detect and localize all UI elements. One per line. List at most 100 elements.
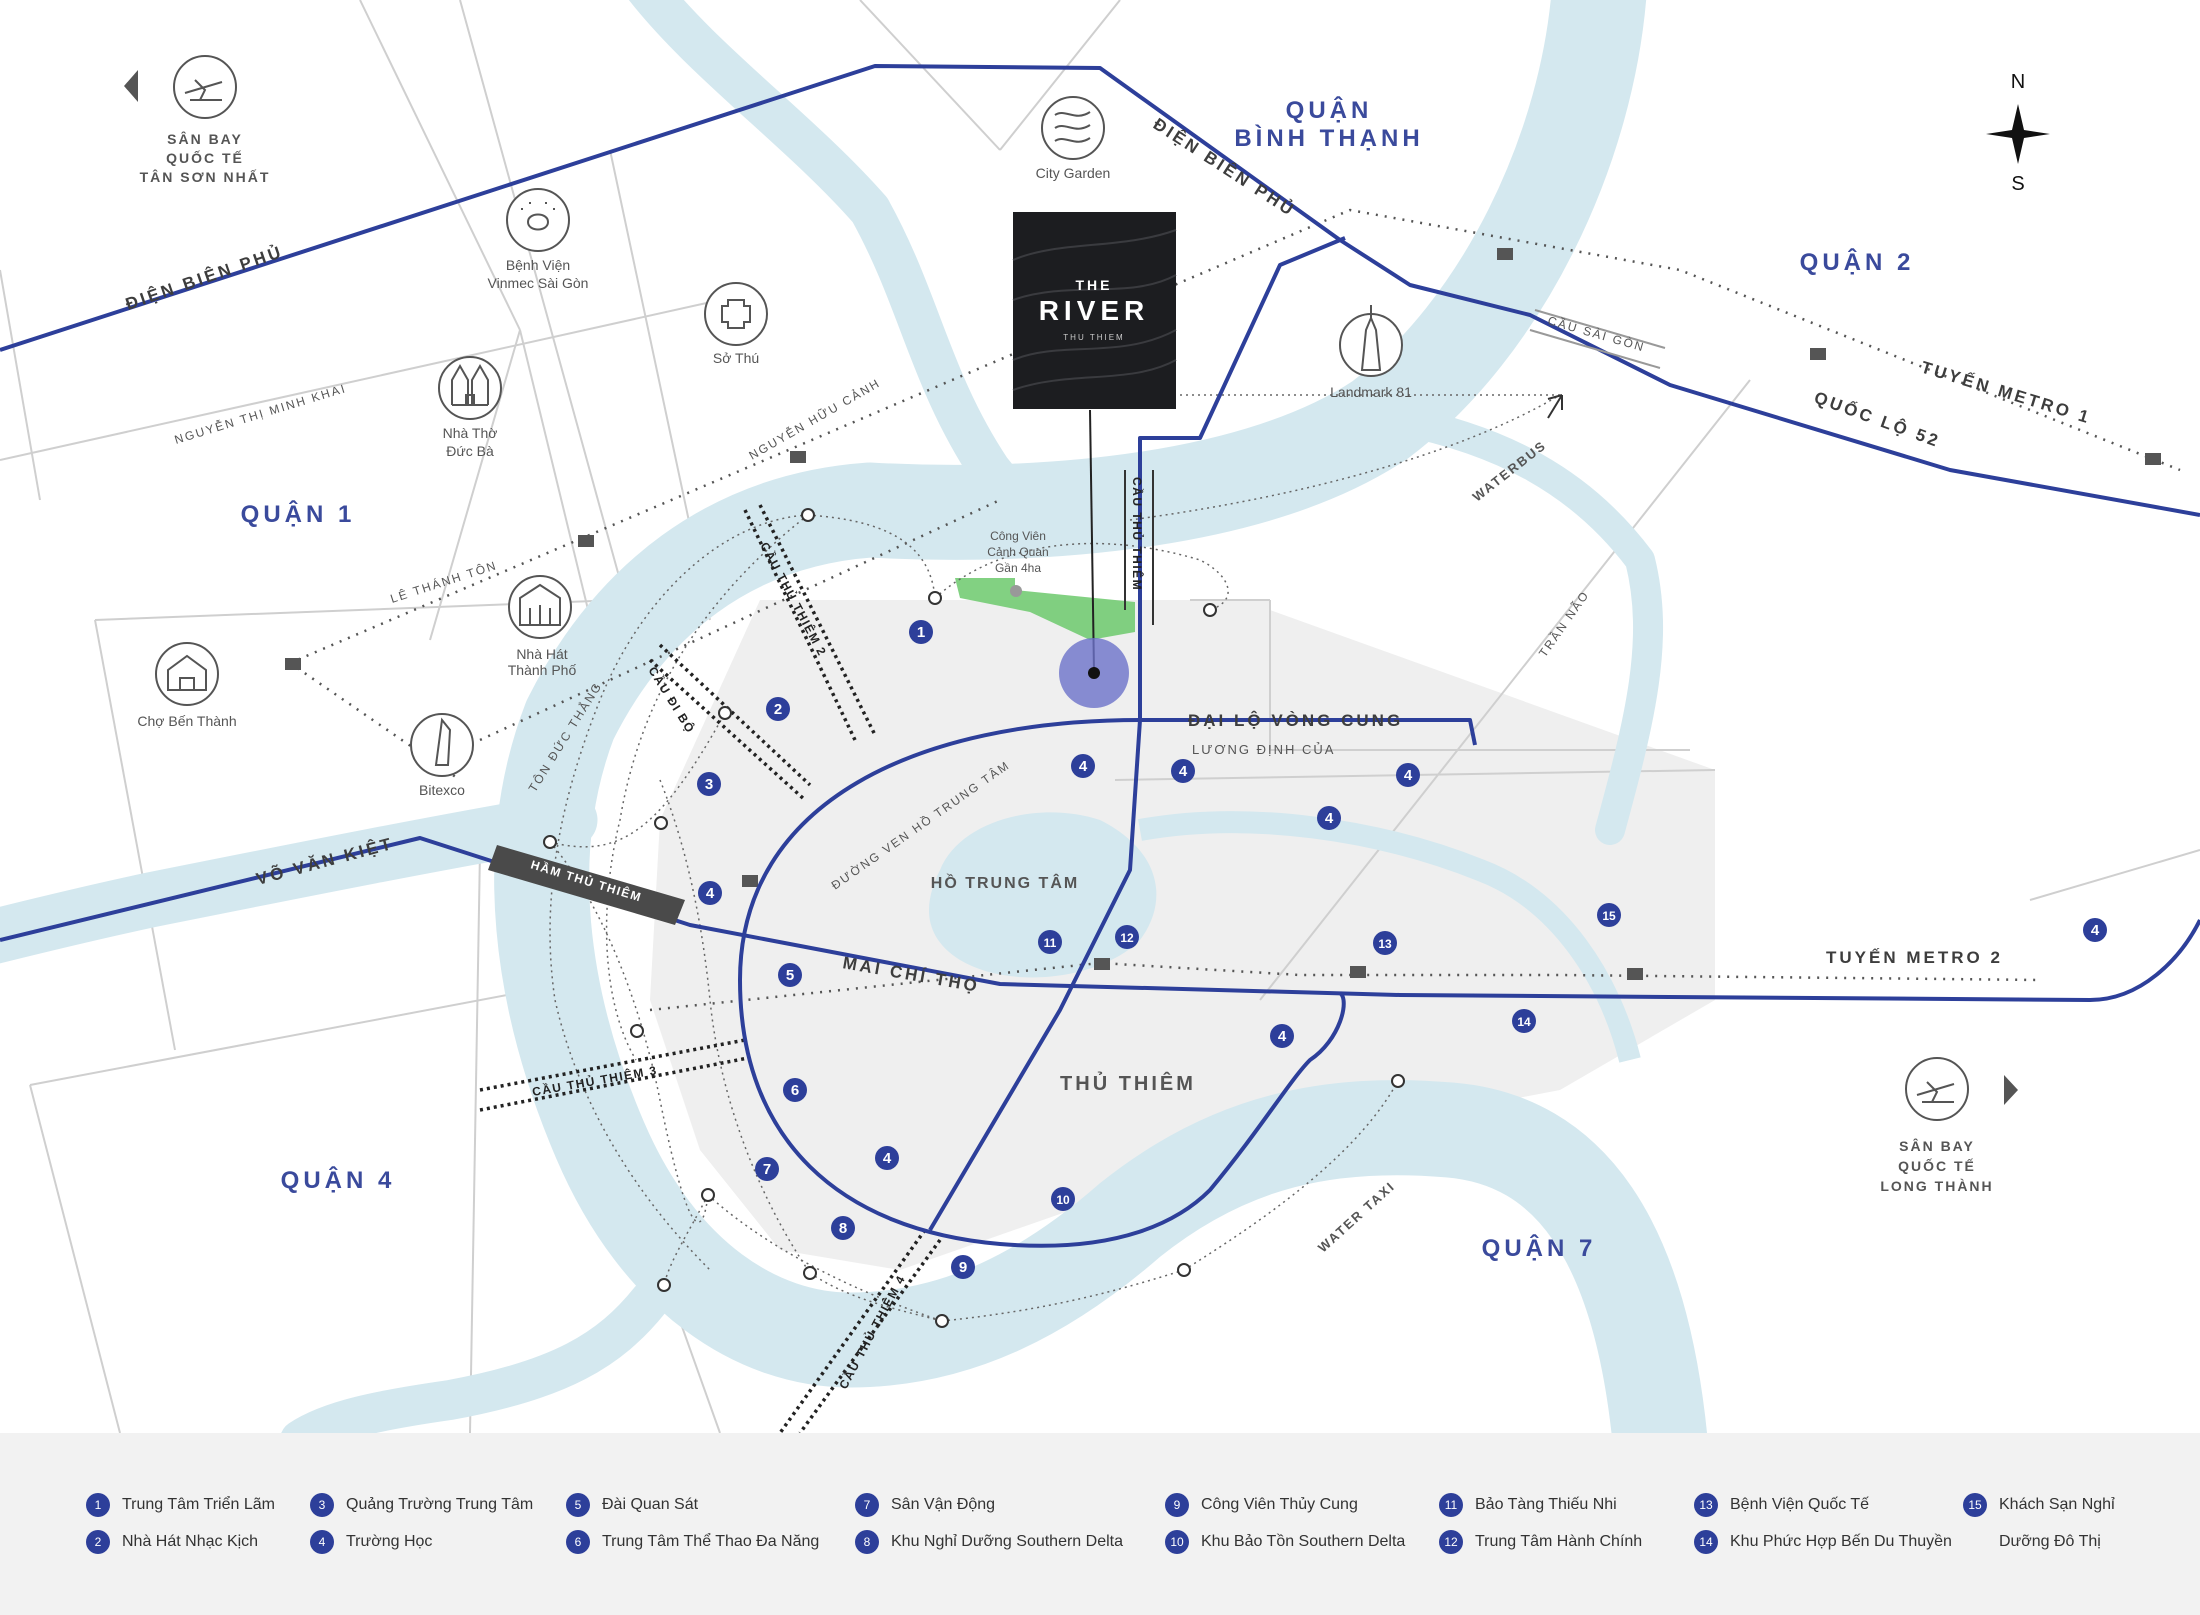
legend-number: 15: [1963, 1493, 1987, 1517]
legend-label: Trường Học: [346, 1533, 433, 1550]
legend-number: 5: [566, 1493, 590, 1517]
label-park-3: Gần 4ha: [995, 561, 1041, 575]
marker-4[interactable]: [875, 1146, 899, 1170]
marker-4[interactable]: [698, 881, 722, 905]
legend-number: 14: [1694, 1530, 1718, 1554]
label-airport-lt-2: QUỐC TẾ: [1898, 1157, 1976, 1174]
poi-symbols: [167, 79, 1955, 1103]
marker-label: 15: [1602, 909, 1616, 923]
marker-9[interactable]: [951, 1255, 975, 1279]
legend-number: 2: [86, 1530, 110, 1554]
marker-label: 7: [763, 1161, 771, 1178]
legend-label: Trung Tâm Triển Lãm: [122, 1496, 275, 1513]
marker-5[interactable]: [778, 963, 802, 987]
compass-south: S: [2011, 173, 2024, 195]
marker-4[interactable]: [1396, 763, 1420, 787]
marker-4[interactable]: [1171, 759, 1195, 783]
marker-13[interactable]: [1373, 931, 1397, 955]
legend-item: 8 Khu Nghỉ Dưỡng Southern Delta: [855, 1530, 1123, 1554]
label-so-thu: Sở Thú: [713, 350, 759, 366]
project-location-dot: [1088, 667, 1100, 679]
marker-label: 4: [883, 1150, 892, 1167]
marker-label: 3: [705, 776, 713, 793]
road-tuyen-metro-1: TUYẾN METRO 1: [1919, 358, 2094, 428]
market-icon: [167, 654, 207, 691]
main-roads: [0, 64, 2200, 1248]
legend-label: Công Viên Thủy Cung: [1201, 1496, 1358, 1513]
label-airport-tsn-1: SÂN BAY: [167, 130, 243, 147]
marker-label: 2: [774, 701, 782, 718]
project-logo-the: THE: [1076, 277, 1113, 293]
marker-7[interactable]: [755, 1157, 779, 1181]
legend-number: 10: [1165, 1530, 1189, 1554]
zoo-paw-icon: [521, 202, 555, 231]
marker-3[interactable]: [697, 772, 721, 796]
cau-thu-thiem: [1124, 470, 1154, 625]
nav-right-arrow-icon[interactable]: [2004, 1075, 2018, 1105]
compass-north: N: [2011, 71, 2025, 93]
label-airport-lt-1: SÂN BAY: [1899, 1137, 1975, 1154]
district-quan-1: QUẬN 1: [241, 500, 356, 528]
marker-4[interactable]: [1317, 806, 1341, 830]
airplane-icon: [184, 79, 223, 101]
marker-2[interactable]: [766, 697, 790, 721]
marker-11[interactable]: [1038, 930, 1062, 954]
district-quan-7: QUẬN 7: [1482, 1234, 1597, 1262]
legend-label: Bảo Tàng Thiếu Nhi: [1475, 1496, 1617, 1513]
waterbus-arrow-icon: [1547, 394, 1563, 419]
marker-8[interactable]: [831, 1216, 855, 1240]
marker-4[interactable]: [2083, 918, 2107, 942]
marker-label: 8: [839, 1220, 847, 1237]
nav-left-arrow-icon[interactable]: [124, 70, 138, 102]
label-city-garden: City Garden: [1036, 165, 1111, 181]
legend-number: 6: [566, 1530, 590, 1554]
project-logo-river: RIVER: [1039, 295, 1150, 326]
marker-14[interactable]: [1512, 1009, 1536, 1033]
label-ho-trung-tam: HỒ TRUNG TÂM: [931, 873, 1079, 892]
metro-stations: [285, 248, 2161, 980]
church-icon: [451, 363, 489, 406]
legend-label: Khu Nghỉ Dưỡng Southern Delta: [891, 1533, 1123, 1550]
legend-label: Bệnh Viện Quốc Tế: [1730, 1496, 1870, 1513]
cau-sai-gon: [1529, 309, 1666, 369]
marker-15[interactable]: [1597, 903, 1621, 927]
marker-10[interactable]: [1051, 1187, 1075, 1211]
marker-label: 5: [786, 967, 794, 984]
road-dai-lo-vong-cung: ĐẠI LỘ VÒNG CUNG: [1188, 711, 1403, 730]
legend-label: Đài Quan Sát: [602, 1496, 699, 1513]
legend-label: Nhà Hát Nhạc Kịch: [122, 1533, 259, 1550]
ham-thu-thiem: [488, 845, 685, 925]
project-logo-texture: [1012, 229, 1177, 391]
district-binh-thanh-2: BÌNH THẠNH: [1234, 124, 1423, 152]
marker-label: 10: [1056, 1193, 1070, 1207]
label-nha-tho-2: Đức Bà: [446, 443, 494, 459]
district-quan-2: QUẬN 2: [1800, 248, 1915, 276]
marker-6[interactable]: [783, 1078, 807, 1102]
marker-label: 11: [1044, 936, 1057, 950]
marker-12[interactable]: [1115, 925, 1139, 949]
marker-label: 4: [1404, 767, 1413, 784]
project-pointer: [1089, 409, 1095, 673]
marker-1[interactable]: [909, 620, 933, 644]
marker-label: 4: [2091, 922, 2100, 939]
label-airport-tsn-2: QUỐC TẾ: [166, 149, 244, 166]
park-area: [955, 578, 1135, 640]
label-airport-tsn-3: TÂN SƠN NHẤT: [140, 168, 271, 185]
label-nha-hat-1: Nhà Hát: [516, 646, 567, 662]
marker-4[interactable]: [1270, 1024, 1294, 1048]
district-binh-thanh-1: QUẬN: [1286, 96, 1373, 124]
project-logo-sub: THU THIEM: [1063, 333, 1124, 342]
marker-4[interactable]: [1071, 754, 1095, 778]
legend-number: 8: [855, 1530, 879, 1554]
legend-label: Sân Vận Động: [891, 1496, 996, 1513]
canal: [1138, 811, 1641, 1063]
skyscraper-icon: [1360, 305, 1382, 371]
